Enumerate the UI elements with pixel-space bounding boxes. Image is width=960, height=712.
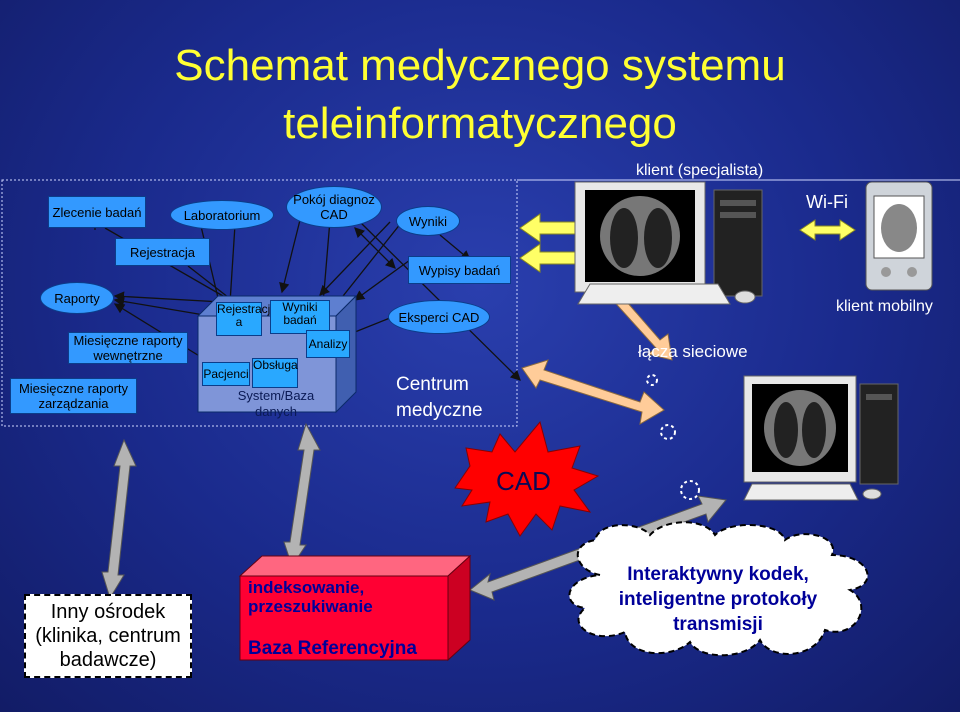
cloud-label: Interaktywny kodek, inteligentne protoko…: [618, 564, 818, 635]
cloud-shape: [568, 521, 869, 657]
pda-icon: [865, 181, 933, 291]
signal-bubbles: [646, 374, 700, 500]
cad-label: CAD: [496, 466, 551, 496]
baza-ref-label: Baza Referencyjna: [248, 638, 417, 659]
centre-frame: [1, 179, 518, 427]
node-eksperci: Eksperci CAD: [388, 300, 490, 334]
baza-box-shape: [238, 554, 472, 662]
db-obsluga: Obsługa: [252, 358, 298, 388]
node-mies-zarz: Miesięczne raporty zarządzania: [10, 378, 137, 414]
lacza-label: łącza sieciowe: [638, 342, 748, 361]
wifi-label: Wi-Fi: [806, 192, 848, 212]
klient-mobilny-label: klient mobilny: [836, 298, 933, 315]
node-wypisy: Wypisy badań: [408, 256, 511, 284]
page-title-line1: Schemat medycznego systemu: [174, 41, 786, 90]
node-rejestracja: Rejestracja: [115, 238, 210, 266]
db-rejestracja: Rejestracj a: [216, 302, 270, 336]
db-pacjenci: Pacjenci: [202, 362, 250, 386]
inny-osrodek-box: Inny ośrodek (klinika, centrum badawcze): [24, 594, 192, 678]
node-wyniki: Wyniki: [396, 206, 460, 236]
node-pokoj: Pokój diagnoz CAD: [286, 186, 382, 228]
node-raporty: Raporty: [40, 282, 114, 314]
cad-burst-shape: [454, 420, 600, 537]
page-title-line2: teleinformatycznego: [283, 99, 677, 148]
indeksowanie-label: indeksowanie, przeszukiwanie: [248, 578, 373, 616]
centrum-label: Centrum medyczne: [396, 374, 483, 421]
klient-spec-label: klient (specjalista): [636, 162, 764, 179]
xray-monitor-icon: [743, 375, 899, 501]
wifi-arrows: [519, 213, 856, 273]
db-analizy: Analizy: [306, 330, 350, 358]
node-mies-wew: Miesięczne raporty wewnętrzne: [68, 332, 188, 364]
node-zlecenie: Zlecenie badań: [48, 196, 146, 228]
node-laboratorium: Laboratorium: [170, 200, 274, 230]
desktop-computer-icon: [574, 181, 763, 305]
db-system-label: System/Baza danych: [237, 388, 315, 419]
db-wyniki: Wyniki badań: [270, 300, 330, 334]
